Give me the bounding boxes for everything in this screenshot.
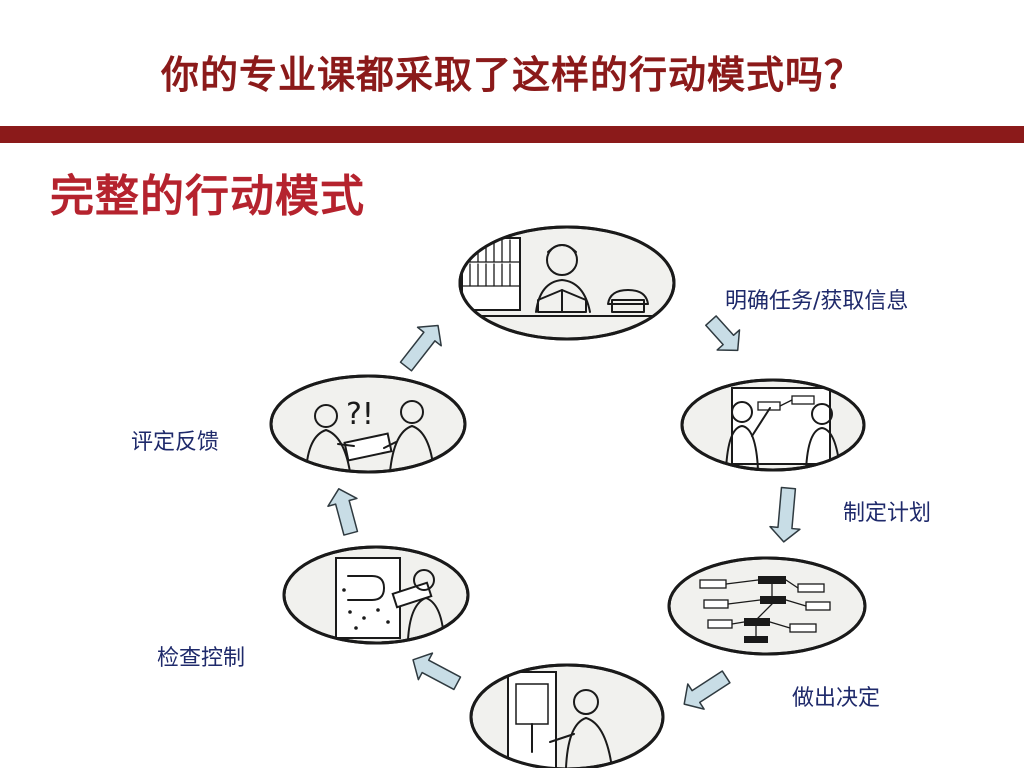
arrow-4-to-5: [412, 652, 462, 691]
arrow-5-to-6: [327, 488, 359, 536]
arrow-2-to-3: [769, 486, 801, 543]
arrow-1-to-2: [705, 315, 741, 352]
question-exclamation-marks: ?!: [346, 397, 374, 432]
illustration-evaluating: ?!: [269, 374, 467, 474]
title-divider-bar: [0, 126, 1024, 143]
step-label-decide: 做出决定: [792, 686, 881, 711]
illustration-reading-desk: [458, 225, 676, 341]
illustration-planning-board: [680, 378, 866, 472]
illustration-inspecting: [282, 545, 470, 645]
step-label-plan: 制定计划: [843, 501, 932, 526]
cycle-arrows: [327, 315, 801, 710]
slide-title: 你的专业课都采取了这样的行动模式吗？: [160, 53, 863, 97]
illustration-decision-chart: [667, 556, 867, 656]
step-label-evaluate: 评定反馈: [131, 430, 220, 455]
illustration-executing-task: [469, 663, 665, 768]
step-label-inform: 明确任务/获取信息: [725, 289, 909, 314]
arrow-6-to-1: [399, 324, 442, 372]
diagram-heading: 完整的行动模式: [50, 171, 365, 222]
arrow-3-to-4: [683, 670, 731, 710]
step-label-control: 检查控制: [157, 646, 246, 671]
